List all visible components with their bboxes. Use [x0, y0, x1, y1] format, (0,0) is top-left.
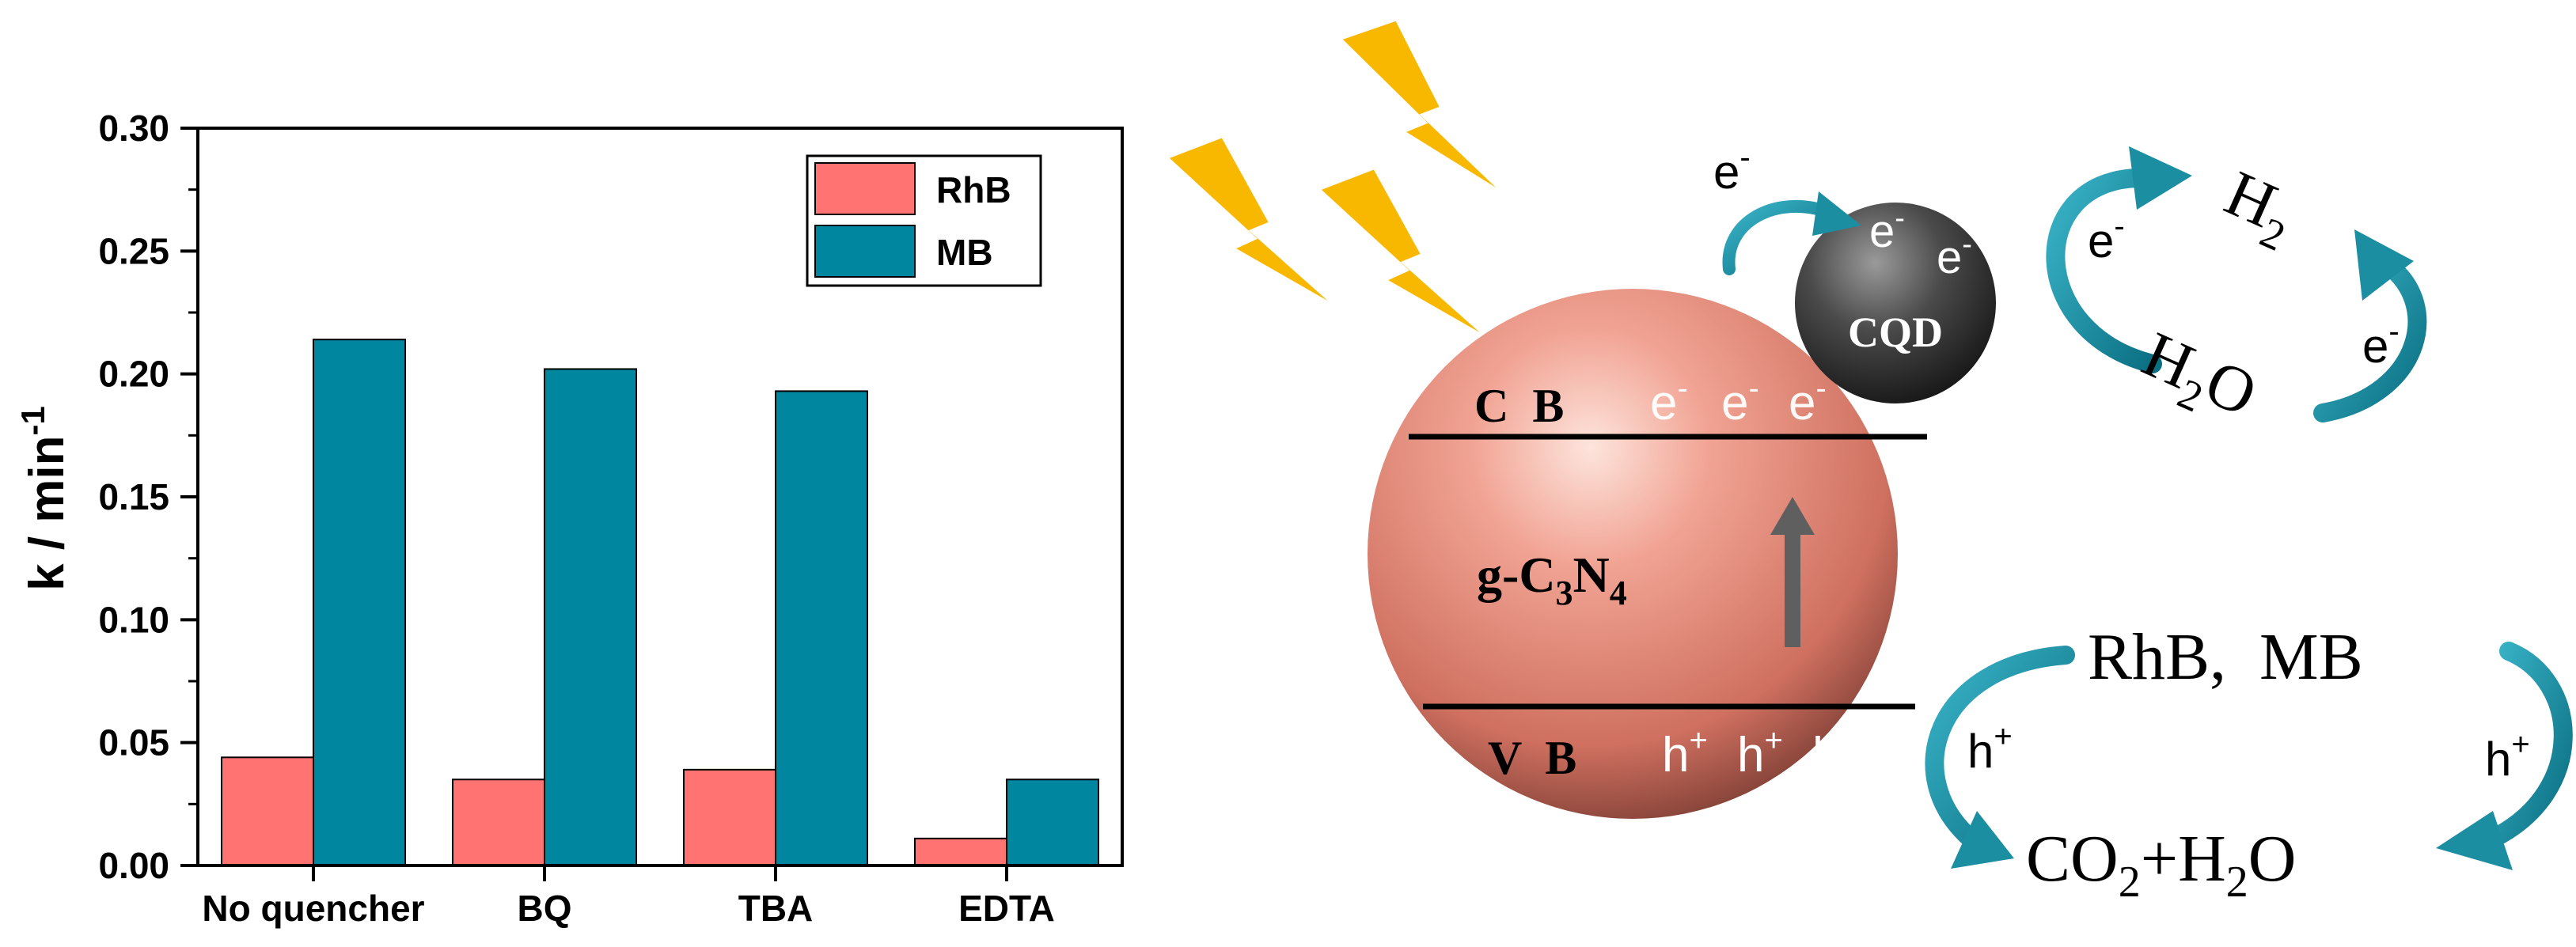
legend-swatch-rhb: [814, 162, 916, 215]
cycle-hole-left: h+: [1967, 719, 2013, 778]
x-tick-label: BQ: [518, 888, 572, 929]
light-bolt-icon: [1169, 138, 1328, 301]
bar-rhb: [914, 837, 1007, 866]
legend-label-rhb: RhB: [936, 169, 1011, 210]
bar-mb: [1006, 778, 1099, 866]
photocatalysis-schematic: C B V B e- e- e- h+ h+ h+ g-C3N4 e- e- C…: [1169, 21, 2573, 907]
cqd-electron: e-: [1937, 228, 1972, 283]
x-tick-label: No quencher: [202, 888, 424, 929]
y-tick-label: 0.00: [98, 845, 169, 886]
cycle-electron-left: e-: [2088, 209, 2125, 267]
bar-rhb: [452, 778, 545, 866]
legend-label-mb: MB: [936, 232, 993, 273]
pollutants-label: RhB, MB: [2088, 620, 2363, 694]
cqd-particle: [1795, 203, 1996, 403]
h2-to-h2o-arrow: [2313, 229, 2427, 422]
bar-mb: [775, 390, 868, 866]
cqd-electron: e-: [1869, 202, 1905, 257]
y-axis-ticks: 0.00 0.05 0.10 0.15 0.20 0.25 0.30: [98, 108, 198, 886]
light-bolt-icon: [1321, 169, 1480, 333]
cb-electron: e-: [1789, 371, 1827, 430]
y-axis-title-sup: -1: [14, 406, 51, 435]
h2-label: H2: [2210, 157, 2306, 260]
y-axis-title: k / min-1: [14, 406, 74, 591]
vb-hole: h+: [1737, 723, 1783, 782]
cb-electron: e-: [1650, 371, 1688, 430]
pollutant-degradation-arrow-left: [1925, 646, 2075, 869]
h2o-to-h2-arrow: [2046, 146, 2192, 373]
products-label: CO2+H2O: [2026, 822, 2296, 907]
catalyst-label: g-C3N4: [1477, 547, 1627, 612]
legend: RhB MB: [806, 154, 1042, 287]
h2o-label: H2O: [2128, 318, 2267, 441]
y-tick-label: 0.20: [98, 354, 169, 395]
vb-label: V B: [1488, 732, 1576, 784]
bars: [221, 339, 1099, 867]
cqd-label: CQD: [1848, 309, 1943, 356]
light-bolt-icon: [1342, 21, 1497, 188]
bar-mb: [544, 368, 637, 867]
y-tick-label: 0.25: [98, 230, 169, 271]
cycle-electron-right: e-: [2362, 314, 2400, 373]
bar-mb: [313, 339, 406, 866]
excitation-arrow: [1770, 497, 1815, 647]
x-tick-label: EDTA: [958, 888, 1055, 929]
y-tick-label: 0.30: [98, 108, 169, 149]
vb-hole: h+: [1662, 723, 1708, 782]
vb-hole: h+: [1812, 723, 1858, 782]
y-tick-label: 0.15: [98, 476, 169, 517]
cb-electron: e-: [1721, 371, 1759, 430]
y-tick-label: 0.10: [98, 599, 169, 640]
x-axis-labels: No quencher BQ TBA EDTA: [202, 866, 1055, 929]
cb-label: C B: [1474, 380, 1564, 432]
bar-rhb: [221, 756, 314, 866]
pollutant-degradation-arrow-right: [2436, 642, 2573, 870]
transfer-electron: e-: [1713, 140, 1751, 199]
bar-chart: 0.00 0.05 0.10 0.15 0.20 0.25 0.30 No quencher…: [14, 108, 1124, 929]
cycle-hole-right: h+: [2485, 727, 2530, 786]
y-tick-label: 0.05: [98, 722, 169, 763]
bar-rhb: [683, 768, 776, 867]
x-tick-label: TBA: [738, 888, 814, 929]
legend-swatch-mb: [814, 225, 916, 278]
g-c3n4-particle: [1368, 289, 1898, 819]
electron-transfer-arrow: [1722, 191, 1861, 275]
